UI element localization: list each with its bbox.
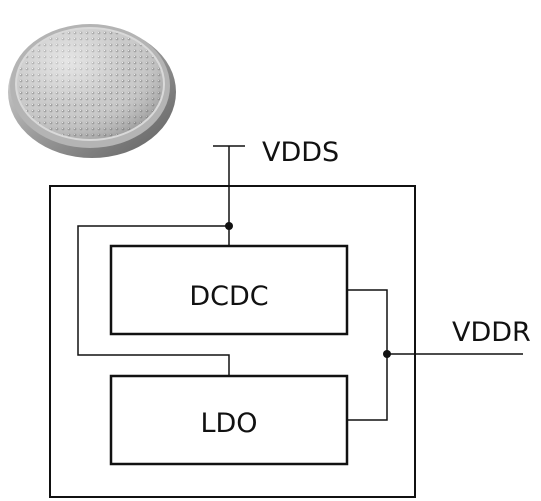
- vdds-label: VDDS: [262, 137, 339, 168]
- ldo-output-wire: [347, 354, 388, 421]
- chip-boundary: [49, 185, 416, 498]
- vddr-label: VDDR: [452, 317, 531, 348]
- ldo-label: LDO: [200, 408, 257, 439]
- coin-cell-battery-icon: [8, 24, 176, 158]
- ldo-supply-wire: [77, 225, 230, 376]
- dcdc-label: DCDC: [189, 281, 268, 312]
- dcdc-output-wire: [347, 289, 388, 354]
